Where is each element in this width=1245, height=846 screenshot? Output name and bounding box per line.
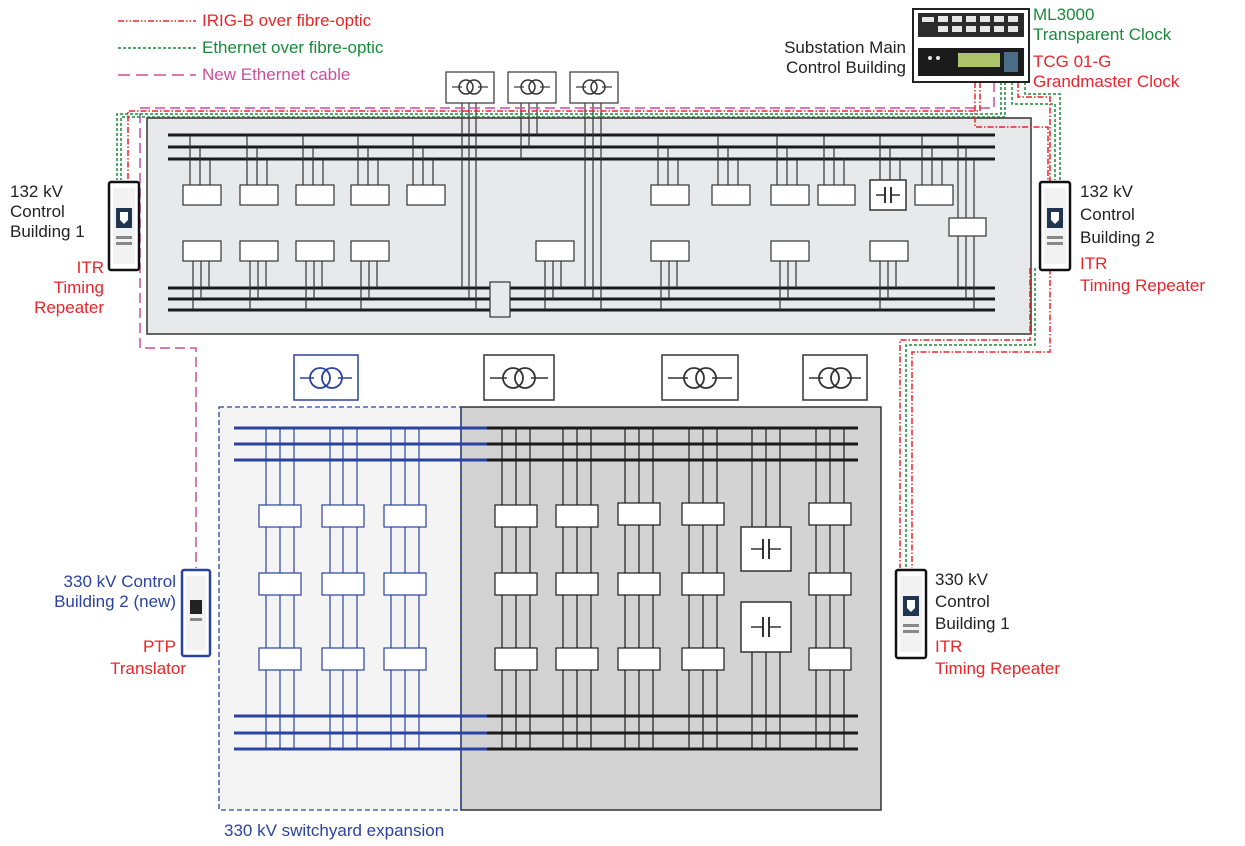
bus-132kv-upper <box>168 133 995 161</box>
cb330-1-itr: ITR <box>935 637 963 656</box>
ethernet-fibre-cb132-1 <box>116 82 1002 180</box>
capacitor-330kv-lower <box>740 601 792 653</box>
main-control-rack <box>912 8 1030 83</box>
cb132-2-line2: Control <box>1080 205 1135 224</box>
bus-330kv-lower-new <box>234 714 487 751</box>
transformer-links-132kv <box>461 103 602 310</box>
itr-device-cb132-2 <box>1038 180 1072 272</box>
legend-ethernet-label: Ethernet over fibre-optic <box>202 38 384 57</box>
transformer-132kv-2 <box>507 71 557 104</box>
cb330-1-line2: Control <box>935 592 990 611</box>
transformer-330kv-2 <box>661 354 739 401</box>
bus-section-132kv <box>489 281 511 318</box>
ethernet-fibre-cb132-2 <box>1011 82 1056 180</box>
cb330-2-translator: Translator <box>110 659 186 678</box>
cb330-2-line1: 330 kV Control <box>63 572 176 591</box>
cb132-1-line1: 132 kV <box>10 182 63 201</box>
cb132-2-line1: 132 kV <box>1080 182 1133 201</box>
yard-330kv-existing-background <box>460 406 882 811</box>
cb330-1-timing-repeater: Timing Repeater <box>935 659 1061 678</box>
irig-b-cb132-2b <box>899 268 1031 568</box>
legend-new-cable-label: New Ethernet cable <box>202 65 351 84</box>
legend-irig-label: IRIG-B over fibre-optic <box>202 11 372 30</box>
bus-coupler-132kv-right <box>948 135 987 310</box>
tcg01g-label: TCG 01-G <box>1033 52 1112 71</box>
bays-330kv-new <box>258 428 427 749</box>
yard-132kv-background <box>146 117 1032 335</box>
bus-330kv-upper-existing <box>487 426 858 462</box>
ethernet-fibre-cb330-1 <box>1024 82 1061 180</box>
irig-b-cb132-1 <box>127 82 981 180</box>
cb132-1-line2: Control <box>10 202 65 221</box>
ethernet-fibre-cb330-1b <box>905 268 1036 568</box>
main-building-title-2: Control Building <box>785 58 906 77</box>
transformer-330kv-new <box>293 354 359 401</box>
bays-330kv-existing <box>494 428 852 749</box>
itr-device-cb132-1 <box>107 180 141 272</box>
cb132-1-line3: Building 1 <box>10 222 85 241</box>
expansion-boundary <box>218 406 462 811</box>
cb132-1-itr: ITR <box>76 258 104 277</box>
ethernet-fibre-cb132-1b <box>120 82 1006 180</box>
expansion-label: 330 kV switchyard expansion <box>224 821 445 840</box>
cb132-1-repeater: Repeater <box>34 298 104 317</box>
feeders-132kv-top <box>182 135 954 206</box>
transformer-132kv-3 <box>569 71 619 104</box>
main-building-title-1: Substation Main <box>784 38 906 57</box>
ml3000-label: ML3000 <box>1033 5 1095 24</box>
yard-330kv-expansion-background <box>219 407 461 810</box>
ptp-translator-device <box>180 568 212 658</box>
legend <box>118 20 196 76</box>
capacitor-330kv-upper <box>740 526 792 572</box>
cb330-2-ptp: PTP <box>142 637 176 656</box>
transformer-330kv-1 <box>483 354 555 401</box>
cb330-1-line3: Building 1 <box>935 614 1010 633</box>
cb330-2-line2: Building 2 (new) <box>54 592 176 611</box>
feeders-132kv-bottom <box>182 240 909 310</box>
transformer-132kv-1 <box>445 71 495 104</box>
transformer-330kv-3 <box>802 354 868 401</box>
bus-330kv-upper-new <box>234 426 487 462</box>
irig-b-cb132-2 <box>974 82 1049 180</box>
bus-330kv-lower-existing <box>487 714 858 751</box>
grandmaster-clock-label: Grandmaster Clock <box>1033 72 1180 91</box>
cb132-2-line3: Building 2 <box>1080 228 1155 247</box>
itr-device-cb330-1 <box>894 568 928 660</box>
cb132-2-timing-repeater: Timing Repeater <box>1080 276 1206 295</box>
capacitor-132kv <box>869 179 907 211</box>
cb132-1-timing: Timing <box>53 278 104 297</box>
cb330-1-line1: 330 kV <box>935 570 988 589</box>
cb132-2-itr: ITR <box>1080 254 1108 273</box>
transparent-clock-label: Transparent Clock <box>1033 25 1172 44</box>
